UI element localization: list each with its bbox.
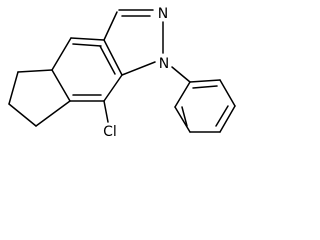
bond-ph3-ph4-inner [215, 105, 229, 127]
bond-c3a-c4 [70, 37, 105, 41]
molecule-structure: N N Cl [8, 6, 236, 140]
bond-c6-c7 [8, 103, 37, 127]
bond-c7-c8a [35, 100, 71, 127]
bond-ph6-ph1 [174, 81, 191, 108]
bond-ph1-ph2 [189, 79, 221, 83]
atom-label-n2: N [158, 6, 168, 22]
bond-c4a-c5 [17, 69, 53, 73]
bond-c4-c4a [51, 37, 72, 71]
bond-n1-phenyl [171, 66, 191, 83]
bond-c3-c3a [103, 11, 118, 41]
bond-ph5-ph6-inner [181, 106, 188, 127]
bond-ph3-ph4 [219, 105, 236, 133]
bond-ph2-ph3 [219, 79, 236, 107]
bond-n1-c7a [121, 61, 156, 76]
atom-label-cl: Cl [103, 124, 117, 140]
atom-label-n1: N [159, 56, 169, 72]
bond-c4a-c8a [51, 69, 71, 102]
bond-c8-c7a [103, 74, 123, 102]
structure-canvas: N N Cl [8, 6, 236, 140]
bond-c7a-c3a-inner [99, 45, 116, 75]
bond-c3a-c4-inner [72, 43, 102, 47]
bond-c5-c6 [8, 71, 19, 105]
bond-ph5-ph6 [174, 106, 191, 133]
bond-c7a-c3a [103, 39, 123, 76]
bond-c8-cl [103, 100, 109, 123]
bond-ph1-ph2-inner [192, 85, 218, 89]
